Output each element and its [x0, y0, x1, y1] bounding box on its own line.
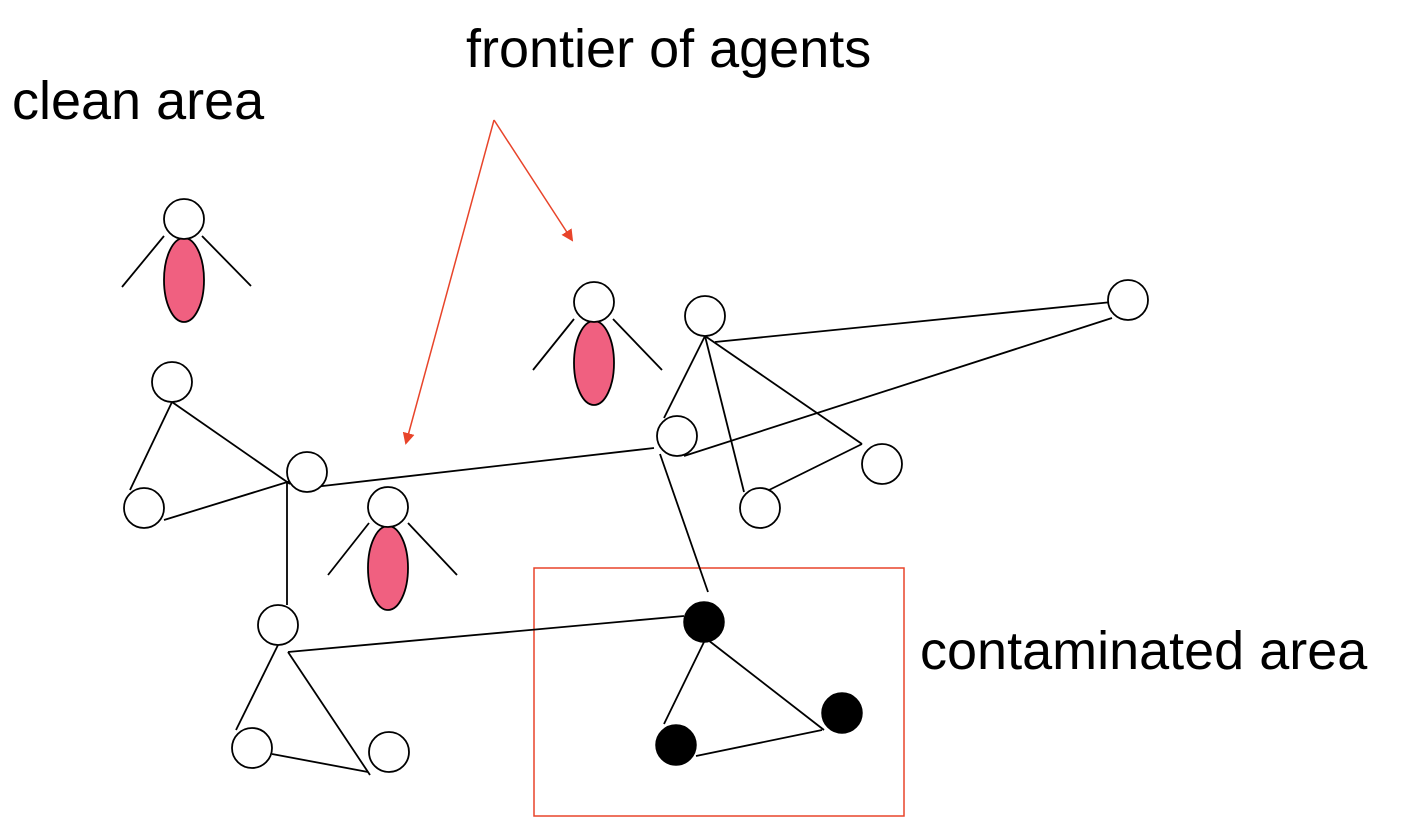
contaminated-node [655, 724, 697, 766]
clean-nodes [123, 279, 1149, 773]
contaminated-nodes [655, 601, 863, 766]
node [231, 727, 273, 769]
node [257, 604, 299, 646]
node [861, 443, 903, 485]
agent-icon [327, 486, 458, 611]
contaminated-node [683, 601, 725, 643]
node [684, 295, 726, 337]
frontier-arrows [402, 119, 574, 445]
node [151, 361, 193, 403]
frontier-arrow-right [493, 119, 574, 242]
node [656, 415, 698, 457]
frontier-label: frontier of agents [466, 19, 872, 79]
frontier-arrow-left [402, 119, 495, 445]
contaminated-area-label: contaminated area [920, 621, 1368, 681]
graph-edges [129, 301, 1113, 776]
node [739, 487, 781, 529]
clean-area-label: clean area [12, 71, 265, 131]
contaminated-node [821, 692, 863, 734]
node [1107, 279, 1149, 321]
agent-icon [532, 281, 663, 406]
node [286, 451, 328, 493]
node [123, 487, 165, 529]
node [368, 731, 410, 773]
agent-icon [121, 198, 252, 323]
contaminated-area-box [533, 567, 905, 817]
